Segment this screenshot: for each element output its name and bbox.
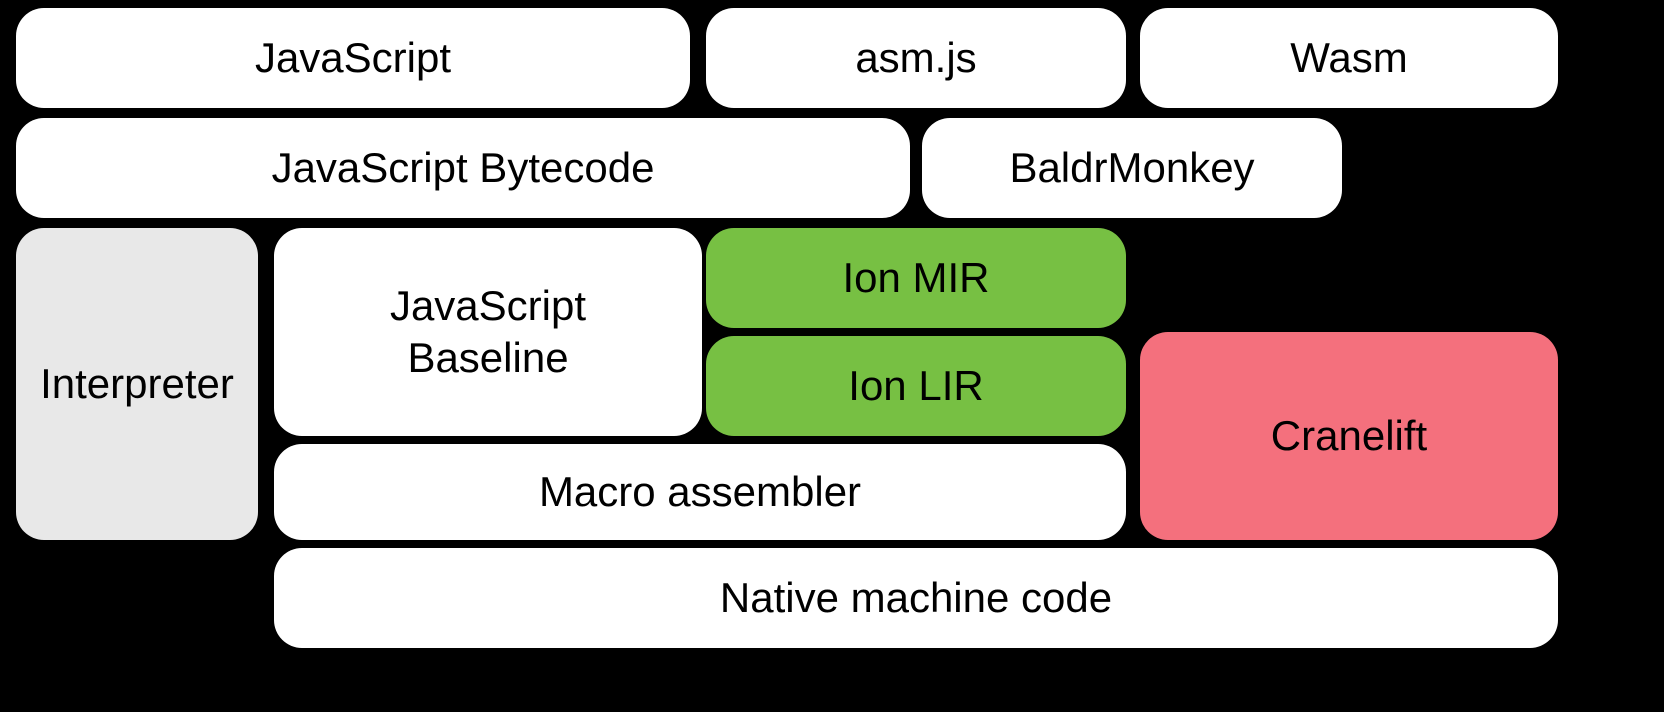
node-cranelift-label: Cranelift xyxy=(1270,411,1428,459)
node-ion-lir: Ion LIR xyxy=(706,336,1126,436)
node-javascript-baseline-label: JavaScript Baseline xyxy=(389,281,587,382)
node-ion-mir-label: Ion MIR xyxy=(842,253,990,301)
node-interpreter: Interpreter xyxy=(16,228,258,540)
node-interpreter-label: Interpreter xyxy=(40,359,234,407)
node-javascript-label: JavaScript xyxy=(254,33,452,81)
node-javascript-bytecode: JavaScript Bytecode xyxy=(16,118,910,218)
node-native-machine-code: Native machine code xyxy=(274,548,1558,648)
node-macro-assembler: Macro assembler xyxy=(274,444,1126,540)
node-javascript-bytecode-label: JavaScript Bytecode xyxy=(271,143,655,191)
node-macro-assembler-label: Macro assembler xyxy=(538,467,862,515)
node-baldrmonkey-label: BaldrMonkey xyxy=(1009,143,1255,191)
node-wasm: Wasm xyxy=(1140,8,1558,108)
node-javascript-baseline: JavaScript Baseline xyxy=(274,228,702,436)
node-asmjs: asm.js xyxy=(706,8,1126,108)
node-native-machine-code-label: Native machine code xyxy=(719,573,1113,621)
node-ion-lir-label: Ion LIR xyxy=(848,361,984,409)
node-wasm-label: Wasm xyxy=(1290,33,1408,81)
node-cranelift: Cranelift xyxy=(1140,332,1558,540)
node-ion-mir: Ion MIR xyxy=(706,228,1126,328)
node-asmjs-label: asm.js xyxy=(855,33,977,81)
node-baldrmonkey: BaldrMonkey xyxy=(922,118,1342,218)
node-javascript: JavaScript xyxy=(16,8,690,108)
